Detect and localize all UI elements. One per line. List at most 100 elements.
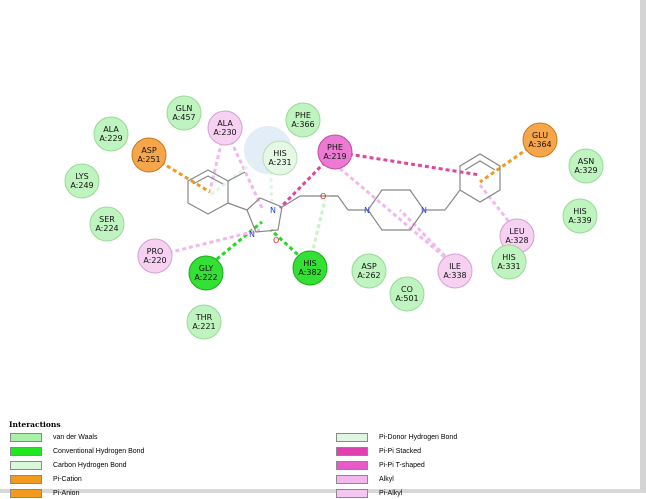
residue-name: ALA xyxy=(217,119,233,128)
residue-chain-id: A:339 xyxy=(568,216,591,225)
atom-label-o: O xyxy=(320,192,326,201)
legend-swatch xyxy=(336,432,368,442)
residue-name: PRO xyxy=(147,247,164,256)
residue-bubble xyxy=(188,255,224,291)
residue-bubble xyxy=(89,206,125,242)
residue-name: ASN xyxy=(578,157,595,166)
residue-chain-id: A:251 xyxy=(137,155,160,164)
residue-chain-id: A:366 xyxy=(291,120,314,129)
legend-item: van der Waals xyxy=(10,432,97,443)
interaction-line xyxy=(329,158,456,268)
legend-item: Pi-Pi T-shaped xyxy=(336,460,425,471)
residue-chain-id: A:501 xyxy=(395,294,418,303)
bond xyxy=(444,189,461,211)
legend-swatch xyxy=(10,446,42,456)
interaction-line xyxy=(479,138,541,184)
residue-chain-id: A:221 xyxy=(192,322,215,331)
atom-label-n: N xyxy=(364,206,370,215)
interaction-line xyxy=(334,150,481,177)
residue-bubble xyxy=(437,253,473,289)
residue-chain-id: A:249 xyxy=(70,181,93,190)
legend-item: Pi-Cation xyxy=(10,474,82,485)
residue-bubble xyxy=(166,95,202,131)
legend-label: Pi-Donor Hydrogen Bond xyxy=(379,434,458,441)
residue-name: HIS xyxy=(273,149,286,158)
residue-bubble xyxy=(137,238,173,274)
legend-swatch xyxy=(10,460,42,470)
residue-name: LYS xyxy=(75,172,88,181)
residue-chain-id: A:229 xyxy=(99,134,122,143)
interaction-line xyxy=(398,208,457,268)
residue-chain-id: A:331 xyxy=(497,262,520,271)
residue-name: CO xyxy=(401,285,413,294)
residue-bubble xyxy=(491,244,527,280)
aromatic-bonds-right xyxy=(464,160,496,171)
atom-label-o: O xyxy=(273,236,279,245)
legend-swatch xyxy=(336,474,368,484)
residue-chain-id: A:222 xyxy=(194,273,217,282)
interaction-line xyxy=(205,220,263,270)
residue-name: GLN xyxy=(176,104,193,113)
residue-bubble xyxy=(522,122,558,158)
residue-bubble xyxy=(131,137,167,173)
residue-chain-id: A:262 xyxy=(357,271,380,280)
residue-name: PHE xyxy=(327,143,343,152)
residue-chain-id: A:231 xyxy=(268,158,291,167)
residue-layer: ALAA:229GLNA:457ALAA:230PHEA:366ASPA:251… xyxy=(64,95,604,340)
residue-name: GLU xyxy=(532,131,548,140)
residue-bubble xyxy=(285,102,321,138)
residue-name: THR xyxy=(195,313,213,322)
legend-label: Pi-Anion xyxy=(53,490,80,497)
legend-item: Alkyl xyxy=(336,474,394,485)
residue-name: SER xyxy=(99,215,115,224)
interaction-line xyxy=(278,150,337,210)
legend-item: Pi-Alkyl xyxy=(336,488,402,499)
residue-chain-id: A:230 xyxy=(213,128,236,137)
residue-name: ASP xyxy=(141,146,157,155)
residue-bubble xyxy=(64,163,100,199)
residue-bubble xyxy=(562,198,598,234)
legend-item: Pi-Anion xyxy=(10,488,79,499)
residue-bubble xyxy=(292,250,328,286)
legend-swatch xyxy=(10,432,42,442)
legend-item: Pi-Donor Hydrogen Bond xyxy=(336,432,457,443)
atom-label-n: N xyxy=(249,230,255,239)
residue-name: LEU xyxy=(509,227,525,236)
imidazole-ring xyxy=(246,197,283,233)
residue-bubble xyxy=(389,276,425,312)
interaction-line xyxy=(148,153,211,194)
residue-chain-id: A:338 xyxy=(443,271,466,280)
legend-label: Pi-Pi T-shaped xyxy=(379,462,425,469)
ligand-structure xyxy=(187,153,501,233)
residue-chain-id: A:457 xyxy=(172,113,195,122)
legend-swatch xyxy=(10,488,42,498)
legend-item: Carbon Hydrogen Bond xyxy=(10,460,127,471)
bond xyxy=(227,202,248,211)
bond xyxy=(227,171,246,182)
residue-bubble xyxy=(351,253,387,289)
residue-bubble xyxy=(262,140,298,176)
residue-name: PHE xyxy=(295,111,311,120)
legend-label: van der Waals xyxy=(53,434,98,441)
legend-label: Pi-Pi Stacked xyxy=(379,448,422,455)
legend-swatch xyxy=(336,460,368,470)
legend-item: Conventional Hydrogen Bond xyxy=(10,446,144,457)
legend-label: Alkyl xyxy=(379,476,394,483)
legend-label: Conventional Hydrogen Bond xyxy=(53,448,145,455)
atom-label-n: N xyxy=(421,206,427,215)
legend-swatch xyxy=(336,446,368,456)
